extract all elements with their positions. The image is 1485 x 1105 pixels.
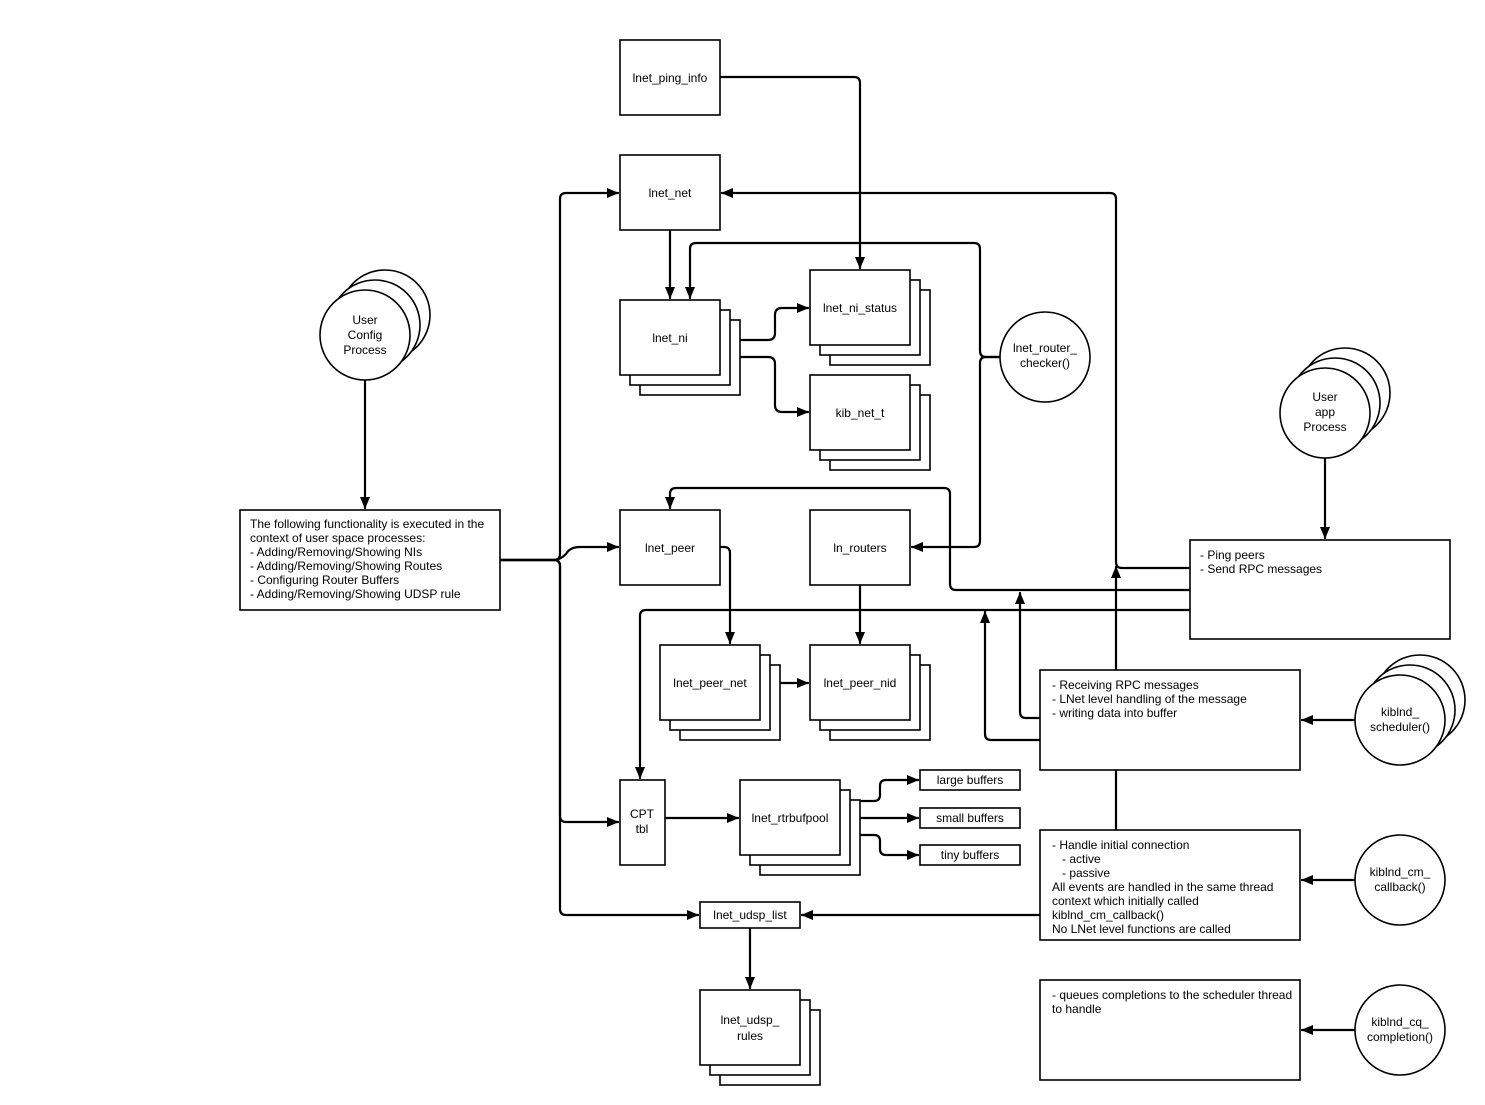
note-line-7: No LNet level functions are called [1052,922,1231,936]
node-lnet-router-checker: lnet_router_ checker() [999,311,1091,403]
note-line-2: to handle [1052,1002,1102,1016]
edge-note-to-net [498,188,620,562]
node-lnet-ni: lnet_ni [619,299,741,396]
note-line-6: kiblnd_cm_callback() [1052,908,1164,922]
node-kiblnd-scheduler: kiblnd_ scheduler() [1354,654,1466,766]
node-label-line-2: app [1315,405,1335,419]
node-label-line-2: completion() [1367,1030,1433,1044]
node-label: lnet_ni [652,331,687,345]
note-line-4: - Adding/Removing/Showing Routes [250,559,442,573]
node-label-line-3: Process [343,343,386,357]
node-lnet-net: lnet_net [619,154,721,231]
note-line-6: - Adding/Removing/Showing UDSP rule [250,587,461,601]
edge-router-checker-to-ni [685,241,1002,359]
node-label: lnet_ping_info [633,71,708,85]
node-ln-routers: ln_routers [809,509,911,586]
note-line-1: - Handle initial connection [1052,838,1189,852]
note-line-1: - queues completions to the scheduler th… [1052,988,1292,1002]
node-label: kib_net_t [836,406,885,420]
edge-ping-info-to-ni-status [718,75,865,270]
node-large-buffers: large buffers [919,769,1021,791]
note-app-actions: - Ping peers - Send RPC messages [1189,539,1451,640]
edge-actions-to-net [720,188,1192,570]
node-tiny-buffers: tiny buffers [919,844,1021,866]
edge-rtrbufpool-to-tiny [838,833,920,860]
node-label: lnet_peer [645,541,695,555]
note-receiving: - Receiving RPC messages - LNet level ha… [1039,669,1301,771]
node-label-line-2: tbl [636,822,649,836]
node-label-line-1: kiblnd_cm_ [1370,865,1431,879]
edge-actions-to-cpt [635,608,1192,780]
connectors [360,75,1357,1035]
note-line-2: - LNet level handling of the message [1052,692,1247,706]
note-line-1: The following functionality is executed … [250,517,484,531]
node-lnet-udsp-rules: lnet_udsp_ rules [699,989,821,1086]
node-lnet-rtrbufpool: lnet_rtrbufpool [739,779,861,876]
node-user-config-process: User Config Process [319,269,431,381]
node-label-line-3: Process [1303,420,1346,434]
node-lnet-ni-status: lnet_ni_status [809,269,931,366]
node-label-line-2: checker() [1020,356,1070,370]
node-label: lnet_rtrbufpool [752,811,829,825]
note-line-5: context which initially called [1052,894,1199,908]
node-label-line-1: kiblnd_cq_ [1371,1015,1429,1029]
node-label: lnet_peer_nid [824,676,897,690]
node-lnet-ping-info: lnet_ping_info [619,39,721,116]
edge-note-to-udsp-list [498,558,700,920]
node-label: lnet_net [649,186,692,200]
note-line-2: - active [1052,852,1101,866]
node-lnet-peer-net: lnet_peer_net [659,644,781,741]
node-label-line-1: lnet_udsp_ [721,1013,780,1027]
note-line-3: - writing data into buffer [1052,706,1177,720]
note-line-3: - passive [1052,866,1110,880]
node-lnet-peer: lnet_peer [619,509,721,586]
node-label: lnet_peer_net [673,676,747,690]
node-label-line-2: callback() [1374,880,1425,894]
node-kib-net-t: kib_net_t [809,374,931,471]
edge-receiving-up-1 [1015,591,1042,720]
note-connection-handling: - Handle initial connection - active - p… [1039,829,1301,941]
edge-actions-to-peer [665,486,1192,592]
note-line-3: - Adding/Removing/Showing NIs [250,545,422,559]
note-line-5: - Configuring Router Buffers [250,573,399,587]
node-label-line-2: Config [348,328,383,342]
note-line-2: - Send RPC messages [1200,562,1322,576]
node-lnet-udsp-list: lnet_udsp_list [699,901,801,929]
edge-ni-to-ni-status [738,303,810,342]
node-label: tiny buffers [941,848,999,862]
node-label-line-1: User [1312,390,1337,404]
note-line-1: - Receiving RPC messages [1052,678,1199,692]
edge-rtrbufpool-to-large [838,775,920,803]
node-user-app-process: User app Process [1279,347,1391,459]
node-label-line-1: lnet_router_ [1013,341,1077,355]
edge-ni-to-kib-net [738,355,810,417]
node-label: lnet_ni_status [823,301,897,315]
node-label-line-1: User [352,313,377,327]
edge-peer-to-peer-net [718,545,735,645]
node-label-line-1: CPT [630,807,655,821]
edge-receiving-up-2 [980,610,1042,742]
node-small-buffers: small buffers [919,807,1021,829]
node-cpt-tbl: CPT tbl [619,779,666,866]
note-line-1: - Ping peers [1200,548,1265,562]
node-label: large buffers [937,773,1004,787]
node-label-line-2: scheduler() [1370,720,1430,734]
node-label: lnet_udsp_list [713,908,787,922]
node-label-line-1: kiblnd_ [1381,705,1419,719]
node-label: ln_routers [833,541,886,555]
node-kiblnd-cq-completion: kiblnd_cq_ completion() [1354,984,1446,1076]
note-user-space-functionality: The following functionality is executed … [239,509,501,611]
node-label: small buffers [936,811,1004,825]
note-line-2: context of user space processes: [250,531,425,545]
edge-router-checker-to-ln-routers [910,355,1002,552]
node-lnet-peer-nid: lnet_peer_nid [809,644,931,741]
note-line-4: All events are handled in the same threa… [1052,880,1273,894]
node-label-line-2: rules [737,1029,763,1043]
node-kiblnd-cm-callback: kiblnd_cm_ callback() [1354,834,1446,926]
note-completions: - queues completions to the scheduler th… [1039,979,1301,1081]
